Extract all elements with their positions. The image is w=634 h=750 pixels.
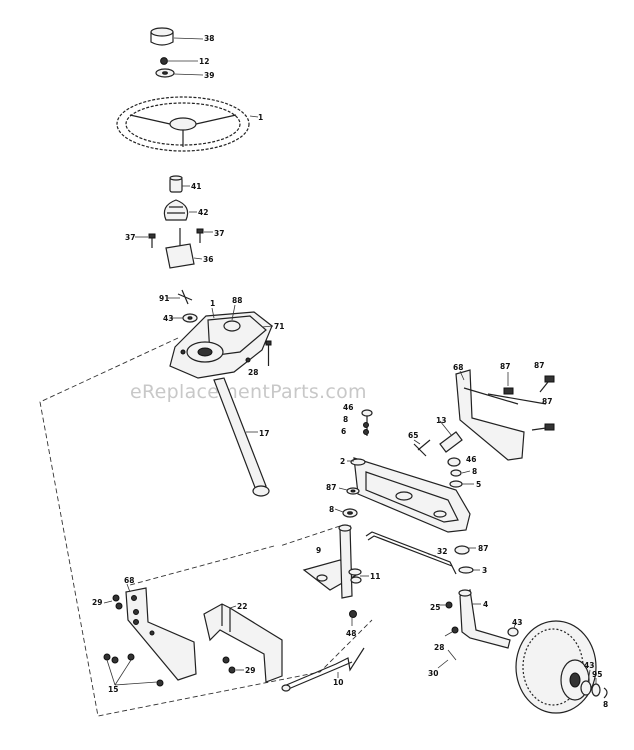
bolt-parts-29-left — [103, 594, 123, 610]
callout-3: 3 — [482, 566, 487, 575]
bolt-part-37-right — [196, 228, 213, 243]
callout-37-left: 37 — [125, 233, 135, 242]
adapter-part-41 — [169, 175, 190, 193]
washer-part-3 — [458, 566, 480, 574]
steering-shaft-part — [213, 377, 270, 497]
callout-36: 36 — [203, 255, 213, 264]
nut-part-12 — [160, 57, 198, 65]
pin-part-65 — [413, 439, 431, 457]
spacer-part-13 — [439, 420, 463, 453]
callout-87-axle: 87 — [326, 483, 336, 492]
callout-87-bolt-b: 87 — [534, 361, 544, 370]
callout-43-wheel: 43 — [584, 661, 594, 670]
callout-5: 5 — [476, 480, 481, 489]
washer-part-43 — [172, 313, 198, 323]
pin-part-30 — [437, 649, 457, 669]
callout-labels: 38 12 39 1 41 42 37 37 36 91 88 1 43 71 … — [92, 34, 608, 709]
boot-part-42 — [163, 199, 197, 221]
callout-8-top: 8 — [343, 415, 348, 424]
callout-43-top: 43 — [163, 314, 173, 323]
callout-87-bolt-a: 87 — [500, 362, 510, 371]
callout-87-bolt-c: 87 — [542, 397, 552, 406]
bolt-part-46 — [361, 409, 373, 436]
pin-part-91 — [168, 289, 193, 305]
spindle-part-4 — [458, 589, 511, 649]
bushing-part-11 — [348, 568, 369, 584]
callout-42: 42 — [198, 208, 208, 217]
callout-46: 46 — [343, 403, 353, 412]
washer-part-39 — [155, 68, 204, 78]
callout-1-wheel: 1 — [258, 113, 263, 122]
bolt-parts-29-right — [222, 656, 244, 674]
callout-6: 6 — [341, 427, 346, 436]
front-wheel-part — [507, 620, 597, 714]
callout-87-spindle: 87 — [478, 544, 488, 553]
assembly-boundary-line — [39, 337, 373, 717]
callout-30: 30 — [428, 669, 438, 678]
bolt-part-37-left — [135, 233, 156, 248]
washer-parts-87-8-left — [334, 487, 360, 518]
callout-71: 71 — [274, 322, 284, 331]
callout-32: 32 — [437, 547, 447, 556]
steering-wheel-part — [116, 96, 259, 152]
callout-38: 38 — [204, 34, 214, 43]
callout-28-spindle: 28 — [434, 643, 444, 652]
callout-2: 2 — [340, 457, 345, 466]
callout-13: 13 — [436, 416, 446, 425]
callout-29-left: 29 — [92, 598, 102, 607]
steering-gear-housing — [169, 304, 274, 379]
callout-8-axle: 8 — [329, 505, 334, 514]
watermark-text: eReplacementParts.com — [130, 381, 367, 403]
callout-22: 22 — [237, 602, 247, 611]
bracket-part-68-right — [455, 369, 547, 461]
callout-11: 11 — [370, 572, 380, 581]
callout-17: 17 — [259, 429, 269, 438]
callout-43-hub: 43 — [512, 618, 522, 627]
callout-8-wheel: 8 — [603, 700, 608, 709]
callout-46-right: 46 — [466, 455, 476, 464]
front-axle-part — [347, 457, 471, 533]
bolt-parts-87 — [503, 372, 555, 431]
bracket-part-36 — [165, 228, 203, 269]
drag-link-part-10 — [281, 647, 365, 692]
nut-part-48 — [349, 610, 357, 626]
callout-41: 41 — [191, 182, 201, 191]
callout-65: 65 — [408, 431, 418, 440]
bolt-part-28-housing — [265, 340, 272, 366]
hardware-parts-15 — [103, 653, 164, 687]
callout-1-housing: 1 — [210, 299, 215, 308]
callout-25: 25 — [430, 603, 440, 612]
bolt-part-25 — [438, 601, 453, 609]
callout-88: 88 — [232, 296, 242, 305]
callout-12: 12 — [199, 57, 209, 66]
wheel-hardware-43-95-8 — [580, 669, 608, 699]
callout-4: 4 — [483, 600, 488, 609]
hardware-parts-46-8-5 — [447, 457, 476, 555]
callout-68-left: 68 — [124, 576, 134, 585]
steering-cap-part — [150, 27, 204, 46]
steering-arm-part-9 — [302, 524, 360, 599]
callout-68-right: 68 — [453, 363, 463, 372]
callout-39: 39 — [204, 71, 214, 80]
nut-part-28-spindle — [444, 626, 459, 637]
bracket-part-68-left — [125, 583, 197, 681]
callout-29-right: 29 — [245, 666, 255, 675]
callout-9: 9 — [316, 546, 321, 555]
tie-rod-part-32 — [365, 531, 457, 575]
callout-15: 15 — [108, 685, 118, 694]
callout-91: 91 — [159, 294, 169, 303]
callout-10: 10 — [333, 678, 343, 687]
callout-8-right: 8 — [472, 467, 477, 476]
callout-95: 95 — [592, 670, 602, 679]
callout-48: 48 — [346, 629, 356, 638]
callout-37-right: 37 — [214, 229, 224, 238]
callout-28-top: 28 — [248, 368, 258, 377]
support-bracket-part-22 — [203, 603, 283, 683]
